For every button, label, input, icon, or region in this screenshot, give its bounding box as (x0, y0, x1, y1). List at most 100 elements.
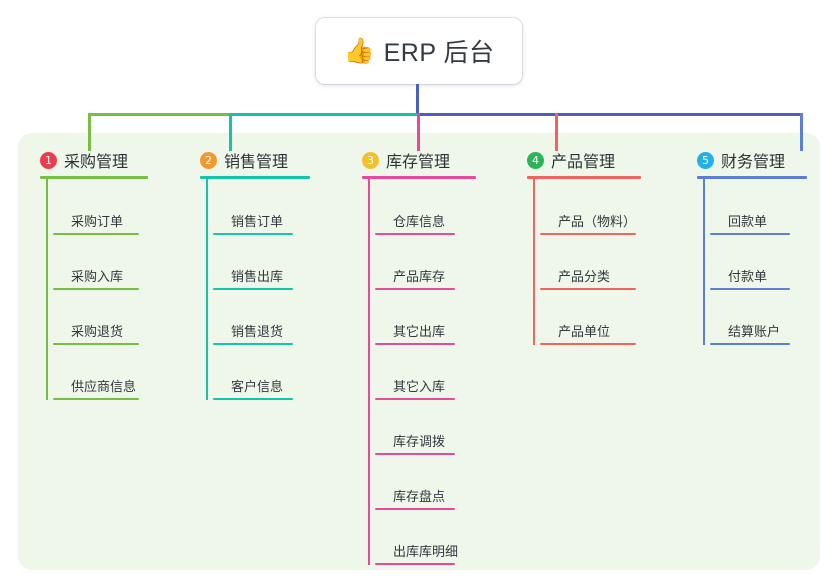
branch-title-label: 财务管理 (721, 154, 786, 171)
leaf-node-label: 付款单 (728, 269, 768, 284)
branch-header-3[interactable]: 3 库存管理 (362, 143, 476, 179)
leaf-node-underline (213, 398, 293, 400)
leaf-node-underline (540, 288, 636, 290)
leaf-node-underline (53, 343, 139, 345)
leaf-node[interactable]: 出库库明细 (375, 527, 459, 565)
leaf-node[interactable]: 销售退货 (213, 307, 293, 345)
leaf-node[interactable]: 产品分类 (540, 252, 636, 290)
branch-column-4: 4 产品管理 (527, 143, 641, 179)
branch-column-3: 3 库存管理 (362, 143, 476, 179)
branch-title-label: 库存管理 (386, 154, 451, 171)
leaf-node[interactable]: 采购退货 (53, 307, 139, 345)
drop-line-2 (229, 113, 232, 151)
root-node-erp-backend[interactable]: 👍 ERP 后台 (316, 18, 522, 84)
leaf-node[interactable]: 产品单位 (540, 307, 636, 345)
drop-line-3 (417, 113, 420, 151)
branch-spine-2 (206, 178, 208, 400)
leaf-node[interactable]: 产品（物料） (540, 197, 636, 235)
leaf-node[interactable]: 其它入库 (375, 362, 455, 400)
leaf-node-underline (375, 398, 455, 400)
leaf-node[interactable]: 销售出库 (213, 252, 293, 290)
trunk-line-vertical (416, 84, 419, 116)
branch-column-1: 1 采购管理 (40, 143, 148, 179)
drop-line-1 (88, 113, 91, 151)
bus-segment-mid (229, 113, 419, 116)
leaf-node[interactable]: 库存盘点 (375, 472, 455, 510)
leaf-node-label: 产品单位 (558, 324, 611, 339)
leaf-node-label: 产品（物料） (558, 214, 637, 229)
branch-index-badge: 4 (527, 151, 544, 169)
leaf-node-label: 库存调拨 (393, 434, 446, 449)
branch-header-1[interactable]: 1 采购管理 (40, 143, 148, 179)
thumbs-up-icon: 👍 (343, 36, 375, 65)
root-node-label: ERP 后台 (383, 39, 495, 67)
leaf-node[interactable]: 仓库信息 (375, 197, 455, 235)
leaf-node[interactable]: 供应商信息 (53, 362, 139, 400)
leaf-node-underline (540, 343, 636, 345)
branch-header-underline (200, 176, 310, 179)
leaf-node-label: 供应商信息 (71, 379, 137, 394)
leaf-node-label: 采购入库 (71, 269, 124, 284)
drop-line-4 (555, 113, 558, 151)
leaf-node-label: 采购订单 (71, 214, 124, 229)
branch-spine-1 (46, 178, 48, 400)
leaf-node-underline (710, 288, 790, 290)
leaf-node-underline (213, 343, 293, 345)
branch-index-badge: 1 (40, 151, 57, 169)
leaf-node[interactable]: 采购订单 (53, 197, 139, 235)
leaf-node[interactable]: 付款单 (710, 252, 790, 290)
branch-spine-3 (368, 178, 370, 565)
leaf-node-label: 采购退货 (71, 324, 124, 339)
leaf-node-label: 产品分类 (558, 269, 611, 284)
leaf-node-underline (53, 398, 139, 400)
leaf-node-label: 出库库明细 (393, 544, 459, 559)
branch-column-2: 2 销售管理 (200, 143, 310, 179)
leaf-node-label: 仓库信息 (393, 214, 446, 229)
branch-spine-4 (533, 178, 535, 345)
leaf-node[interactable]: 结算账户 (710, 307, 790, 345)
branch-index-badge: 2 (200, 151, 217, 169)
branch-title-label: 产品管理 (551, 154, 616, 171)
branch-title-label: 采购管理 (64, 154, 129, 171)
leaf-node-label: 回款单 (728, 214, 768, 229)
leaf-node-label: 结算账户 (728, 324, 781, 339)
branch-header-underline (527, 176, 641, 179)
branch-header-4[interactable]: 4 产品管理 (527, 143, 641, 179)
leaf-node-underline (213, 233, 293, 235)
leaf-node-underline (375, 233, 455, 235)
leaf-node-underline (375, 288, 455, 290)
leaf-node[interactable]: 库存调拨 (375, 417, 455, 455)
leaf-node-underline (710, 233, 790, 235)
leaf-node-underline (375, 563, 455, 565)
drop-line-5 (800, 113, 803, 151)
leaf-node[interactable]: 产品库存 (375, 252, 455, 290)
leaf-node-label: 库存盘点 (393, 489, 446, 504)
branch-header-underline (362, 176, 476, 179)
leaf-node-label: 其它出库 (393, 324, 446, 339)
leaf-node-underline (53, 233, 139, 235)
branch-index-badge: 3 (362, 151, 379, 169)
leaf-node-underline (375, 508, 455, 510)
leaf-node[interactable]: 其它出库 (375, 307, 455, 345)
leaf-node-underline (540, 233, 636, 235)
leaf-node-label: 其它入库 (393, 379, 446, 394)
leaf-node-underline (53, 288, 139, 290)
leaf-node[interactable]: 客户信息 (213, 362, 293, 400)
branch-spine-5 (703, 178, 705, 345)
leaf-node-label: 产品库存 (393, 269, 446, 284)
leaf-node[interactable]: 采购入库 (53, 252, 139, 290)
branches-panel (18, 133, 820, 570)
leaf-node[interactable]: 销售订单 (213, 197, 293, 235)
branch-title-label: 销售管理 (224, 154, 289, 171)
leaf-node-underline (375, 453, 455, 455)
leaf-node-label: 销售出库 (231, 269, 284, 284)
leaf-node[interactable]: 回款单 (710, 197, 790, 235)
leaf-node-label: 客户信息 (231, 379, 284, 394)
branch-header-2[interactable]: 2 销售管理 (200, 143, 310, 179)
bus-segment-right (418, 113, 803, 116)
leaf-node-underline (375, 343, 455, 345)
leaf-node-underline (213, 288, 293, 290)
